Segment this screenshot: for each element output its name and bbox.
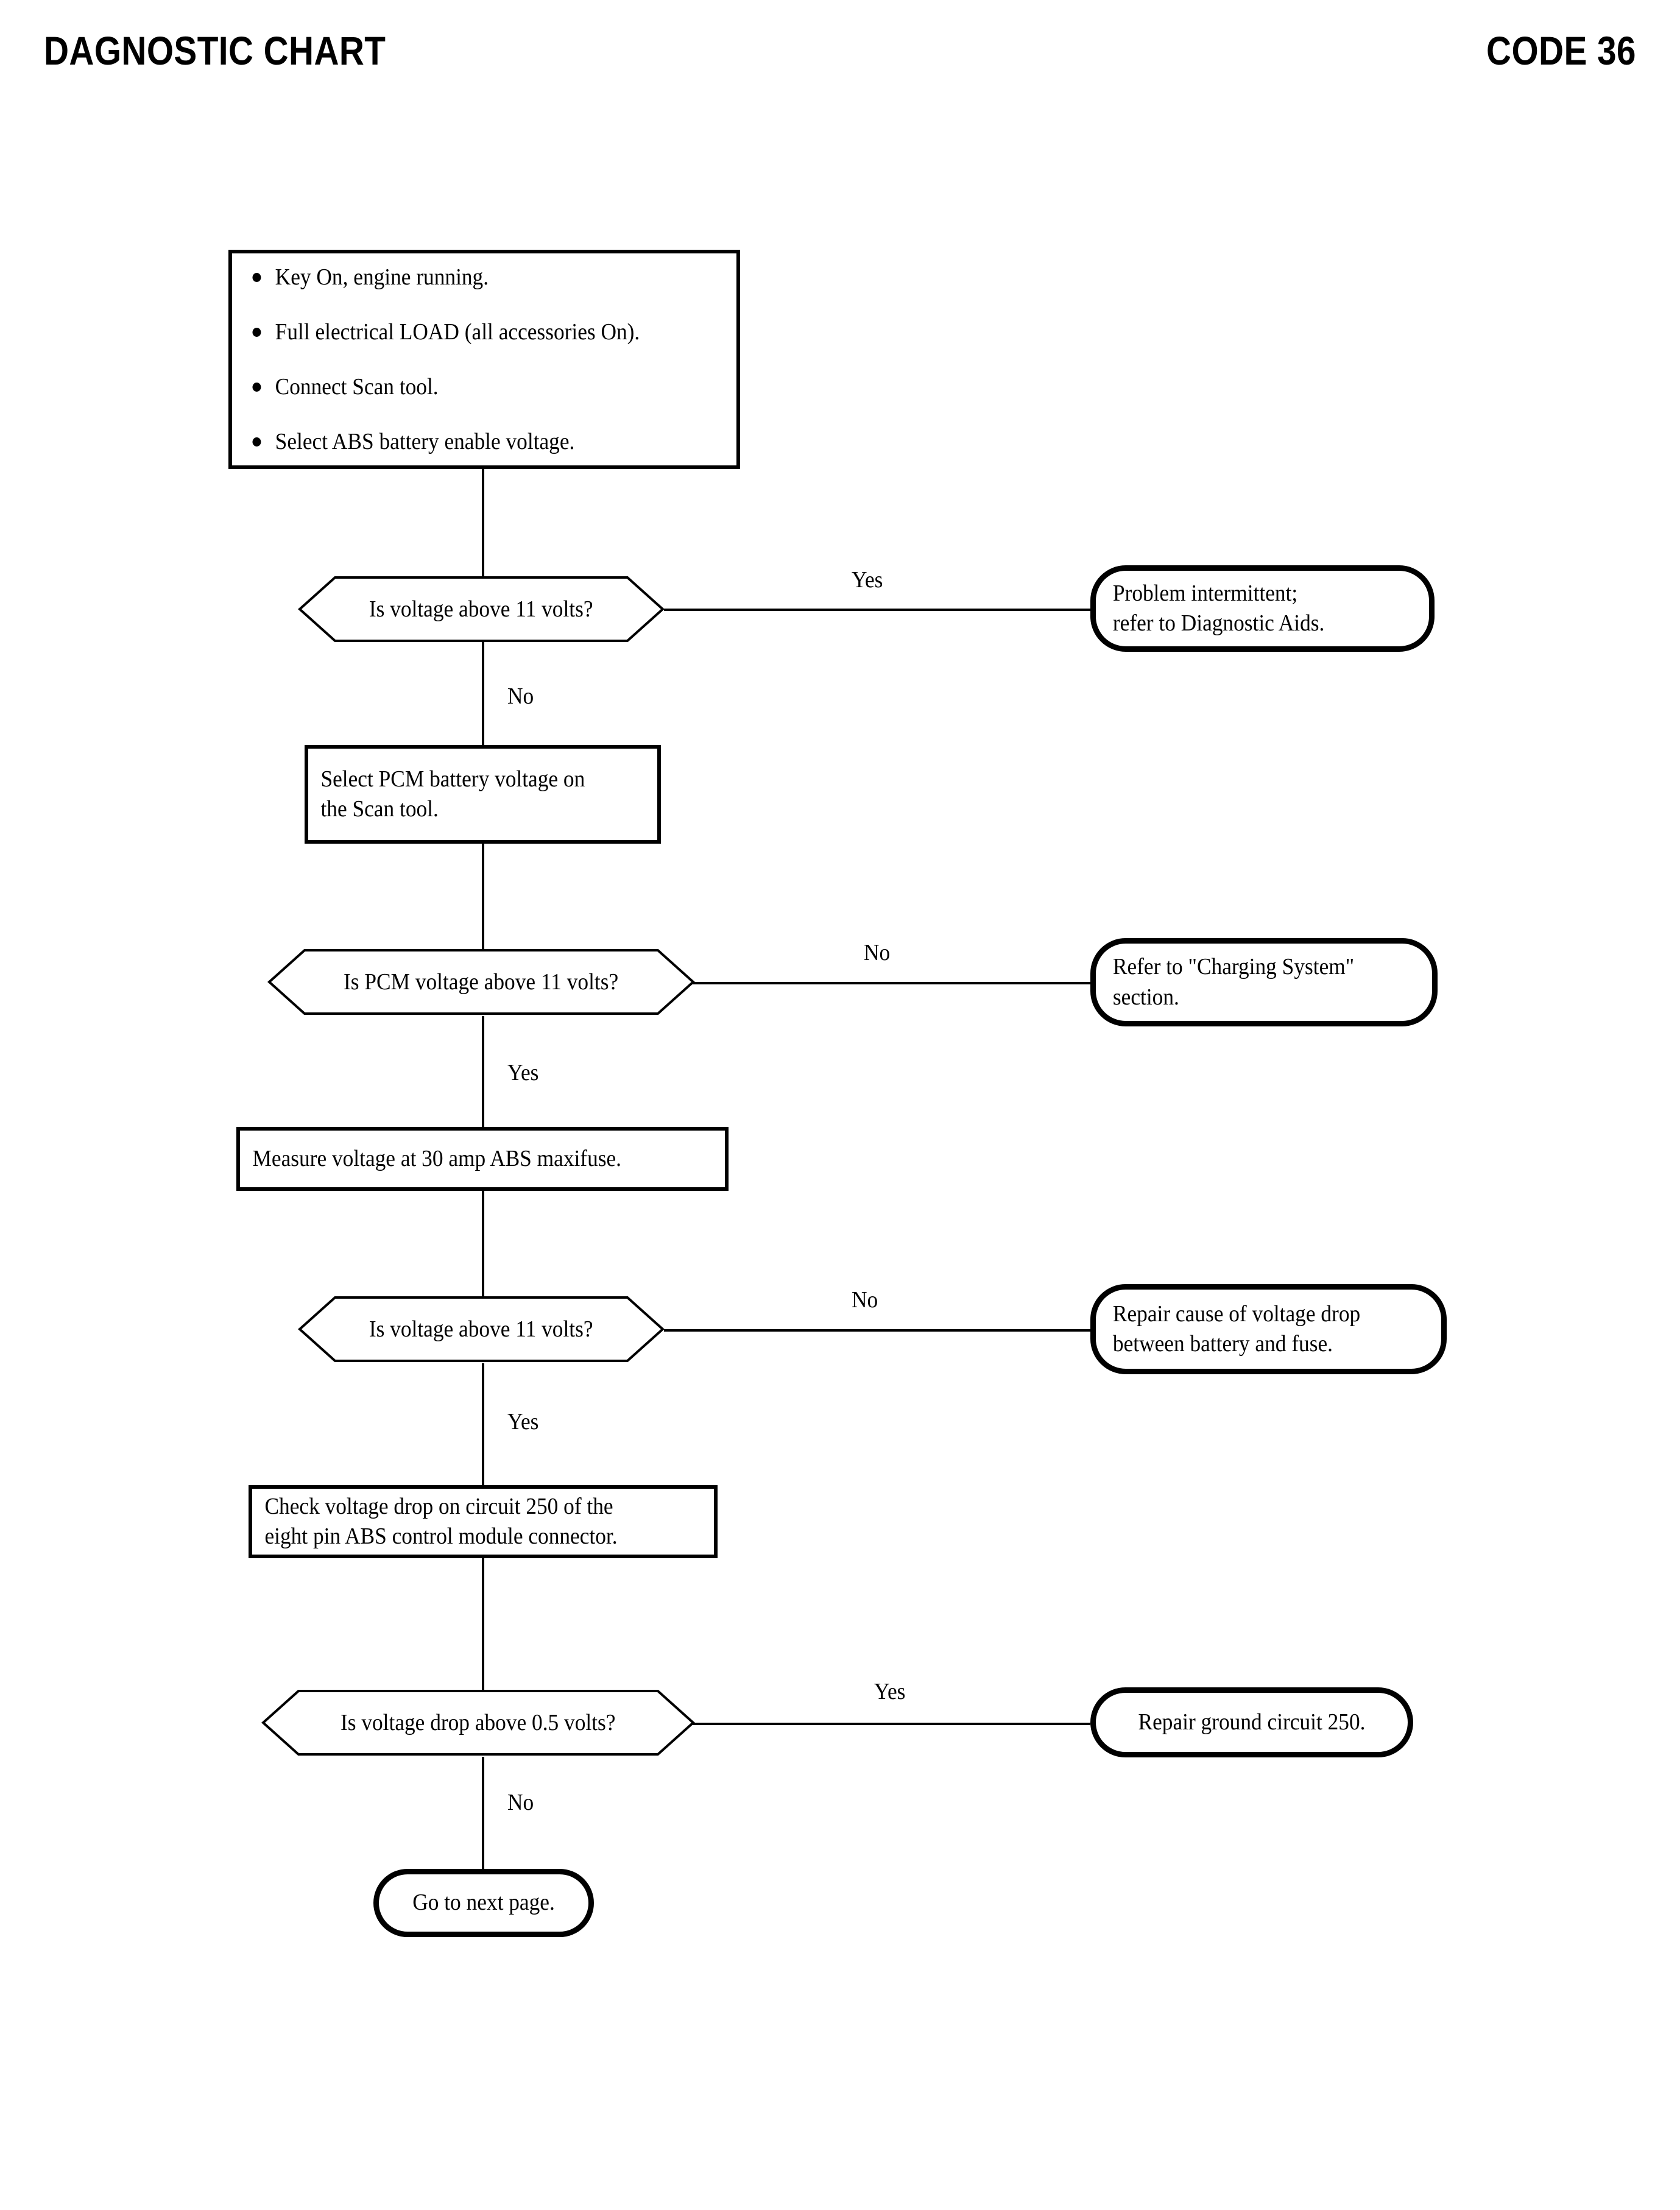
hexagon-shape xyxy=(267,949,695,1015)
connector-process3-to-decision4 xyxy=(482,1558,484,1710)
connector-process1-to-decision2 xyxy=(482,844,484,969)
list-item: Key On, engine running. xyxy=(232,266,690,289)
terminal-label: Problem intermittent; refer to Diagnosti… xyxy=(1112,580,1325,636)
hexagon-shape xyxy=(298,576,665,642)
terminal-repair-ground-circuit-250: Repair ground circuit 250. xyxy=(1090,1687,1413,1757)
terminal-repair-voltage-drop: Repair cause of voltage drop between bat… xyxy=(1090,1284,1447,1374)
bullet-icon xyxy=(252,383,261,392)
list-item: Connect Scan tool. xyxy=(232,375,690,398)
decision-label: Is voltage above 11 volts? xyxy=(369,1316,593,1342)
bullet-icon xyxy=(252,328,261,337)
branch-label-decision2-yes: Yes xyxy=(507,1060,539,1086)
connector-process2-to-decision3 xyxy=(482,1191,484,1316)
process-measure-voltage-at-maxifuse: Measure voltage at 30 amp ABS maxifuse. xyxy=(236,1127,729,1191)
process-select-pcm-battery-voltage: Select PCM battery voltage on the Scan t… xyxy=(305,745,661,844)
list-item: Select ABS battery enable voltage. xyxy=(232,430,690,453)
branch-label-decision4-yes: Yes xyxy=(874,1679,906,1704)
setup-bullet-list: Key On, engine running. Full electrical … xyxy=(232,266,736,453)
decision-label: Is voltage above 11 volts? xyxy=(369,596,593,622)
connector-decision1-yes xyxy=(664,609,1090,611)
bullet-icon xyxy=(252,437,261,447)
process-check-voltage-drop-circuit-250: Check voltage drop on circuit 250 of the… xyxy=(249,1485,718,1558)
branch-label-decision4-no: No xyxy=(507,1790,534,1815)
terminal-go-to-next-page: Go to next page. xyxy=(373,1869,594,1937)
branch-label-decision3-no: No xyxy=(852,1287,878,1313)
list-item: Full electrical LOAD (all accessories On… xyxy=(232,320,690,344)
bullet-icon xyxy=(252,273,261,282)
code-label: CODE 36 xyxy=(1486,28,1636,73)
terminal-label: Repair ground circuit 250. xyxy=(1138,1709,1366,1735)
connector-decision3-yes xyxy=(482,1363,484,1485)
connector-decision4-yes xyxy=(664,1723,1090,1725)
branch-label-decision1-no: No xyxy=(507,683,534,709)
hexagon-shape xyxy=(261,1690,695,1756)
terminal-label: Go to next page. xyxy=(412,1890,555,1916)
list-item-label: Full electrical LOAD (all accessories On… xyxy=(275,319,640,345)
connector-setup-to-decision1 xyxy=(482,469,484,579)
hexagon-shape xyxy=(298,1296,665,1362)
decision-is-pcm-voltage-above-11-volts: Is PCM voltage above 11 volts? xyxy=(267,949,695,1015)
list-item-label: Connect Scan tool. xyxy=(275,374,439,400)
setup-instructions-box: Key On, engine running. Full electrical … xyxy=(228,250,740,469)
list-item-label: Select ABS battery enable voltage. xyxy=(275,429,575,454)
branch-label-decision3-yes: Yes xyxy=(507,1409,539,1435)
page-title: DAGNOSTIC CHART xyxy=(44,28,386,73)
decision-is-voltage-drop-above-0-5-volts: Is voltage drop above 0.5 volts? xyxy=(261,1690,695,1756)
terminal-label: Refer to "Charging System" section. xyxy=(1112,954,1355,1010)
connector-decision2-no xyxy=(664,982,1090,984)
branch-label-decision1-yes: Yes xyxy=(852,567,883,593)
decision-is-voltage-above-11-volts-2: Is voltage above 11 volts? xyxy=(298,1296,665,1362)
connector-decision3-no xyxy=(664,1329,1090,1332)
decision-label: Is PCM voltage above 11 volts? xyxy=(344,969,619,995)
process-label: Check voltage drop on circuit 250 of the… xyxy=(264,1493,618,1549)
connector-decision4-no xyxy=(482,1757,484,1869)
decision-is-voltage-above-11-volts: Is voltage above 11 volts? xyxy=(298,576,665,642)
branch-label-decision2-no: No xyxy=(864,940,891,966)
terminal-refer-charging-system: Refer to "Charging System" section. xyxy=(1090,938,1438,1026)
process-label: Select PCM battery voltage on the Scan t… xyxy=(320,766,585,822)
process-label: Measure voltage at 30 amp ABS maxifuse. xyxy=(252,1145,622,1171)
terminal-label: Repair cause of voltage drop between bat… xyxy=(1112,1301,1361,1357)
terminal-problem-intermittent: Problem intermittent; refer to Diagnosti… xyxy=(1090,565,1435,652)
connector-decision2-yes xyxy=(482,1016,484,1127)
connector-decision1-no xyxy=(482,641,484,745)
decision-label: Is voltage drop above 0.5 volts? xyxy=(341,1710,616,1735)
list-item-label: Key On, engine running. xyxy=(275,264,489,290)
